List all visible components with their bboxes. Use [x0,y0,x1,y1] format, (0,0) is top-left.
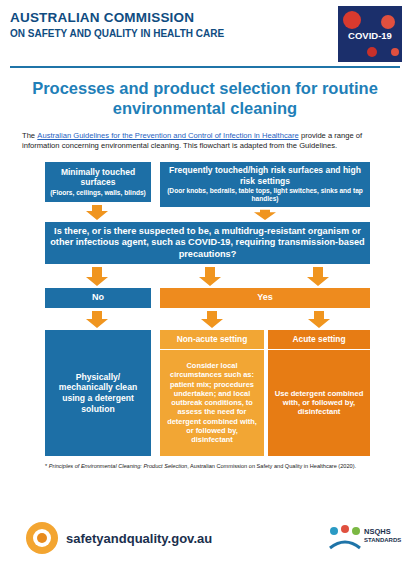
nsqhs-logo [330,527,338,535]
box-heading: Physically/ mechanically clean using a d… [50,372,146,415]
block-arrow [199,267,221,286]
block-arrow [307,267,329,286]
arrow-shape [201,311,223,328]
covid-badge [338,6,402,62]
box-heading: Acute setting [268,330,370,350]
action-box: Non-acute settingConsider local circumst… [160,330,264,456]
action-box: Acute settingUse detergent combined with… [268,330,370,456]
answer-box: No [45,288,151,308]
block-arrow [86,311,108,328]
covid-badge-text: COVID-19 [340,30,400,41]
virus-icon [367,47,377,57]
nsqhs-text: NSQHS [364,527,391,536]
arrow-shape [308,311,330,328]
action-box: Physically/ mechanically clean using a d… [45,330,151,456]
box-body: Consider local circumstances such as: pa… [160,361,264,444]
nsqhs-logo [330,542,360,548]
header-rule [10,66,400,68]
footnote: *Principles of Environmental Cleaning: P… [45,463,385,470]
block-arrow [86,205,108,220]
nsqhs-logo [352,527,360,535]
block-arrow [254,210,276,220]
block-arrow [86,267,108,286]
box-body: (Door knobs, bedrails, table tops, light… [165,187,365,203]
box-heading: Is there, or is there suspected to be, a… [50,226,365,261]
footnote-title: Principles of Environmental Cleaning: Pr… [49,463,187,469]
org-name: ON SAFETY AND QUALITY IN HEALTH CARE [10,28,224,39]
intro-text: The [22,131,35,140]
block-arrow [201,311,223,328]
box-body: Use detergent combined with, or followed… [268,389,370,417]
process-box: Frequently touched/high risk surfaces an… [160,162,370,207]
process-box: Minimally touched surfaces(Floors, ceili… [45,162,151,202]
box-body: (Floors, ceilings, walls, blinds) [50,189,146,197]
commission-logo [37,533,47,543]
commission-logo [26,522,58,554]
box-heading: Minimally touched surfaces [50,167,146,188]
box-heading: Non-acute setting [160,330,264,350]
nsqhs-text: STANDARDS [364,537,401,543]
arrow-shape [86,205,108,220]
virus-icon [381,15,395,29]
arrow-shape [86,267,108,286]
box-heading: Yes [165,292,365,303]
footnote-mark: * [45,463,47,469]
commission-logo [33,529,51,547]
arrow-shape [86,311,108,328]
page-title: Processes and product selection for rout… [30,78,380,118]
website: safetyandquality.gov.au [66,531,212,546]
decision-box: Is there, or is there suspected to be, a… [45,222,370,264]
arrow-shape [307,267,329,286]
virus-icon [391,48,399,56]
arrow-shape [254,210,276,220]
footnote-text: , Australian Commission on Safety and Qu… [187,463,356,469]
guidelines-link: Australian Guidelines for the Prevention… [37,131,298,140]
box-heading: Frequently touched/high risk surfaces an… [165,165,365,186]
arrow-shape [199,267,221,286]
answer-box: Yes [160,288,370,308]
box-heading: No [50,292,146,303]
intro-text: TheAustralian Guidelines for the Prevent… [22,131,388,152]
org-name: AUSTRALIAN COMMISSION [10,10,194,25]
virus-icon [343,11,361,29]
block-arrow [308,311,330,328]
nsqhs-logo [341,525,349,533]
